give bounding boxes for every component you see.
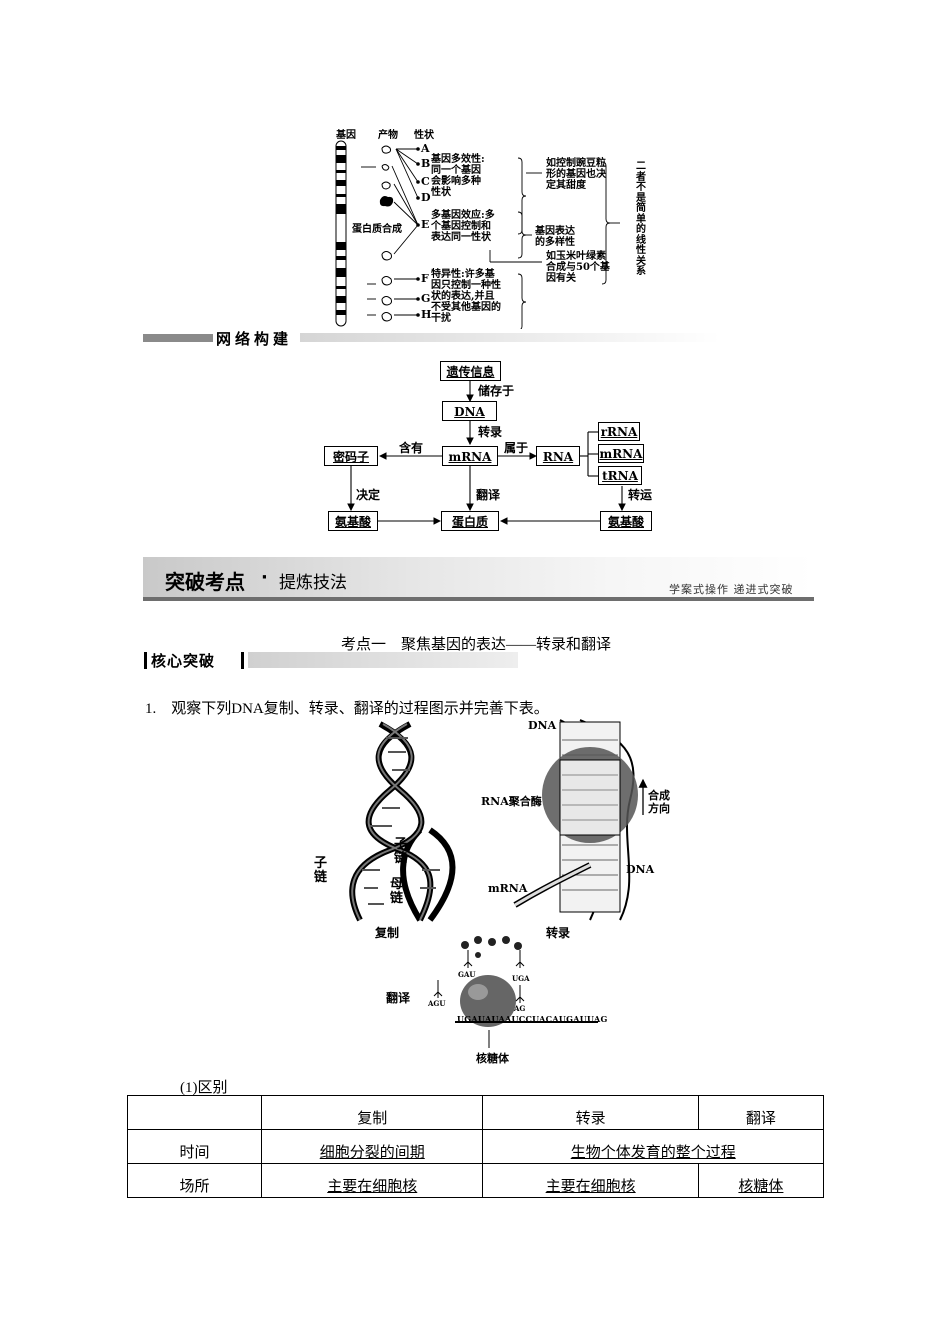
row-time-label: 时间	[126, 1129, 263, 1164]
col-trait-label: 性状	[414, 130, 434, 141]
trait-g: G	[421, 292, 431, 305]
gene-expression-figure: 基因 产物 性状	[320, 124, 660, 329]
node-rrna: rRNA	[598, 422, 640, 441]
anticodon-3: AGU	[428, 999, 446, 1008]
anticodon-4: AG	[514, 1004, 526, 1013]
label-belongs-to: 属于	[504, 441, 529, 455]
label-zi-lian-left: 子链	[314, 856, 328, 885]
trait-c: C	[421, 175, 430, 188]
question-text: 1. 观察下列DNA复制、转录、翻译的过程图示并完善下表。	[145, 701, 549, 717]
trait-b: B	[421, 157, 431, 170]
trait-f: F	[421, 272, 429, 285]
table-caption: (1)区别	[180, 1080, 228, 1096]
pea-example-text: 如控制豌豆粒形的基因也决 定其甜度	[546, 158, 606, 191]
node-mrna: mRNA	[442, 446, 498, 466]
label-synthesis-direction: 合成方向	[648, 789, 670, 815]
label-zi-lian-mid: 子链	[394, 837, 408, 866]
table-row-place: 场所 主要在细胞核 主要在细胞核 核糖体	[126, 1163, 825, 1198]
label-ribosome: 核糖体	[476, 1052, 509, 1065]
trait-h: H	[421, 308, 432, 321]
node-mrna-type: mRNA	[598, 444, 644, 463]
banner-right-text: 学案式操作 递进式突破	[669, 583, 794, 596]
node-genetic-info: 遗传信息	[440, 361, 501, 381]
node-amino-acid-right: 氨基酸	[600, 511, 652, 531]
concept-map-connectors	[347, 380, 626, 525]
polygenic-text: 多基因效应:多个基因控制和 表达同一性状	[431, 210, 495, 243]
node-protein: 蛋白质	[441, 511, 499, 531]
banner-underline	[143, 597, 814, 601]
core-label-right-bar	[241, 652, 244, 669]
label-translation: 翻译	[476, 488, 501, 502]
label-stored-in: 储存于	[478, 384, 515, 398]
table-row-time: 时间 细胞分裂的间期 生物个体发育的整个过程	[126, 1129, 824, 1164]
label-dna-top: DNA	[528, 719, 557, 732]
core-label-fade	[248, 652, 518, 668]
core-label-left-bar	[144, 652, 147, 669]
node-codon: 密码子	[324, 446, 378, 466]
row-place-label: 场所	[126, 1163, 263, 1198]
node-trna: tRNA	[598, 466, 642, 485]
network-section-bar	[143, 334, 213, 342]
place-translation: 核糖体	[697, 1163, 825, 1198]
diversity-text: 基因表达的多样性	[535, 226, 575, 248]
trait-d: D	[421, 191, 431, 204]
col-gene-label: 基因	[336, 130, 356, 141]
label-replication: 复制	[375, 926, 400, 940]
corn-example-text: 如玉米叶绿素合成与50个基 因有关	[546, 251, 610, 284]
label-rna-polymerase: RNA聚合酶	[481, 795, 542, 808]
header-translation: 翻译	[697, 1095, 825, 1130]
label-transcription-fig: 转录	[546, 926, 571, 940]
dna-process-illustration	[349, 719, 648, 1048]
banner-title: 突破考点	[165, 570, 245, 594]
trait-a: A	[421, 142, 430, 155]
network-section-fade	[300, 333, 720, 342]
codon-sequence: UGAUAUAAUCCUACAUGAUUAG	[457, 1014, 608, 1024]
core-label: 核心突破	[151, 652, 216, 670]
chromosome-diagram	[335, 140, 620, 329]
anticodon-1: GAU	[458, 970, 476, 979]
specificity-text: 特异性:许多基因只控制一种性 状的表达,并且不受其他基因的 干扰	[431, 269, 501, 324]
header-replication: 复制	[261, 1095, 484, 1130]
label-transcription: 转录	[478, 425, 503, 439]
table-header-row: 复制 转录 翻译	[126, 1095, 825, 1130]
place-transcription: 主要在细胞核	[482, 1163, 699, 1198]
label-translation-fig: 翻译	[386, 991, 411, 1005]
network-section-label: 网络构建	[216, 330, 293, 348]
col-product-label: 产物	[378, 130, 398, 141]
banner-gradient	[143, 557, 814, 597]
label-transport: 转运	[628, 488, 653, 502]
header-empty	[126, 1095, 263, 1130]
kaodian-title: 考点一 聚焦基因的表达——转录和翻译	[341, 637, 612, 653]
node-rna: RNA	[536, 446, 580, 466]
label-contains: 含有	[399, 441, 424, 455]
protein-synthesis-label: 蛋白质合成	[352, 220, 402, 235]
banner-dot: ·	[261, 567, 268, 588]
time-replication: 细胞分裂的间期	[261, 1129, 484, 1164]
label-mu-lian: 母链	[390, 877, 404, 906]
node-dna: DNA	[442, 401, 497, 421]
time-transcription-translation: 生物个体发育的整个过程	[482, 1129, 824, 1164]
node-amino-acid-left: 氨基酸	[328, 511, 378, 531]
pleiotropy-text: 基因多效性:同一个基因 会影响多种性状	[431, 154, 485, 198]
difference-table: 复制 转录 翻译 时间 细胞分裂的间期 生物个体发育的整个过程 场所 主要在细胞…	[126, 1095, 825, 1198]
anticodon-2: UGA	[512, 974, 530, 983]
section-banner: 突破考点 · 提炼技法 学案式操作 递进式突破	[143, 557, 814, 603]
header-transcription: 转录	[482, 1095, 699, 1130]
label-mrna: mRNA	[488, 882, 528, 895]
trait-e: E	[421, 218, 430, 231]
place-replication: 主要在细胞核	[261, 1163, 484, 1198]
label-determines: 决定	[356, 488, 381, 502]
banner-subtitle: 提炼技法	[279, 573, 347, 593]
not-linear-text: 二者 不是 简单 的线 性关 系	[636, 161, 646, 277]
label-dna-right: DNA	[626, 863, 655, 876]
